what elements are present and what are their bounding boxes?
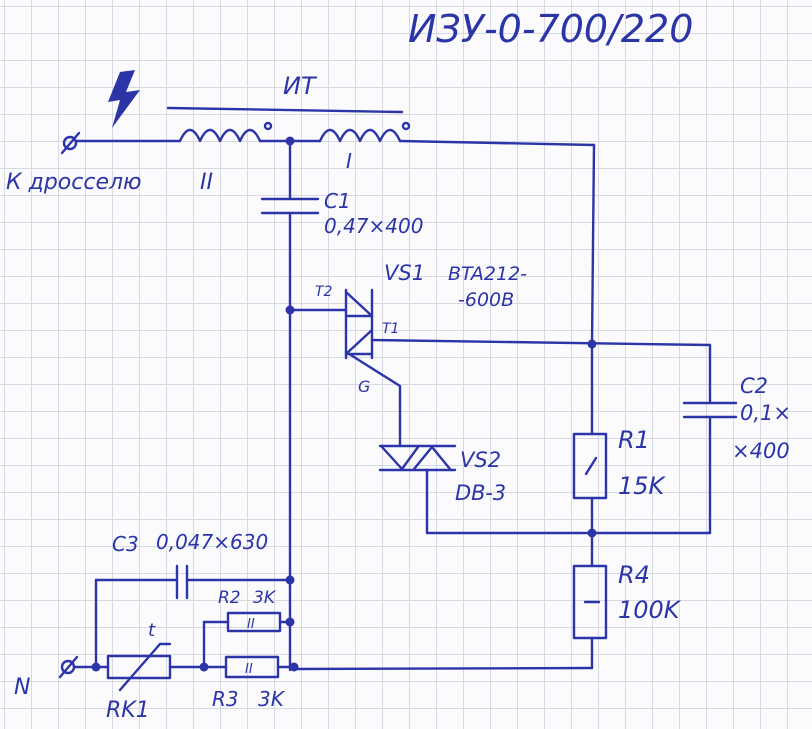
c1-value: 0,47×400 (324, 214, 423, 238)
top-wire-right (398, 139, 596, 147)
c2-value-line1: 0,1× (740, 401, 791, 425)
rk1-ref: RK1 (106, 698, 150, 723)
lightning-icon (108, 70, 140, 128)
r4-value: 100K (618, 596, 682, 624)
vs1-ref: VS1 (384, 261, 425, 285)
node-r3 (289, 662, 299, 672)
winding-1-label: I (346, 149, 352, 173)
winding-2 (178, 128, 262, 143)
c2-ref: C2 (740, 374, 768, 398)
r3-ref: R3 (212, 687, 239, 711)
vs1-pin-g: G (358, 377, 370, 396)
vs1-part-line1: BTA212- (448, 263, 527, 285)
winding-2-dot (263, 121, 273, 131)
vs1-triac (344, 288, 374, 360)
vs1-t1-wire (370, 338, 712, 347)
neutral-label: N (14, 675, 30, 700)
gate-wire (344, 350, 402, 448)
vs2-ref: VS2 (460, 448, 501, 472)
r3-value: 3K (258, 687, 286, 711)
r4-body (572, 564, 608, 640)
winding-1-dot (401, 121, 411, 131)
rk1-thermal-mark (118, 642, 172, 692)
choke-terminal[interactable] (62, 135, 78, 151)
r2-ref: R2 (218, 588, 241, 608)
r3-mark: II (245, 662, 253, 677)
r1-value: 15K (618, 472, 667, 500)
c1-ref: C1 (324, 189, 351, 213)
transformer-core (166, 106, 404, 114)
r1-ref: R1 (618, 426, 650, 454)
choke-terminal-label: К дросселю (6, 170, 142, 195)
right-rail-top (590, 143, 596, 346)
rk1-mark: t (148, 620, 156, 641)
c2-value-line2: ×400 (732, 439, 790, 463)
vs1-pin-t2: T2 (315, 284, 333, 300)
bottom-wire (292, 666, 594, 671)
r1-mark (584, 456, 598, 476)
r2-mark: II (247, 617, 255, 632)
choke-terminal-slash (60, 131, 81, 155)
node-c3 (285, 575, 295, 585)
c3-ref: C3 (112, 532, 139, 556)
node-r2 (285, 617, 295, 627)
transformer-label: ИТ (283, 72, 318, 100)
vs1-part-line2: -600B (458, 289, 514, 311)
vs2-part: DB-3 (455, 481, 506, 505)
vs1-pin-t1: T1 (382, 321, 399, 337)
r1-body (572, 432, 608, 500)
winding-1 (318, 128, 402, 143)
r4-ref: R4 (618, 561, 650, 589)
c3-value: 0,047×630 (156, 530, 268, 554)
winding-2-label: II (200, 170, 213, 195)
r2-value: 3K (253, 588, 277, 608)
neutral-terminal-slash (58, 655, 79, 679)
vs2-diac (378, 444, 457, 472)
schematic-title: ИЗУ-0-700/220 (408, 7, 693, 51)
